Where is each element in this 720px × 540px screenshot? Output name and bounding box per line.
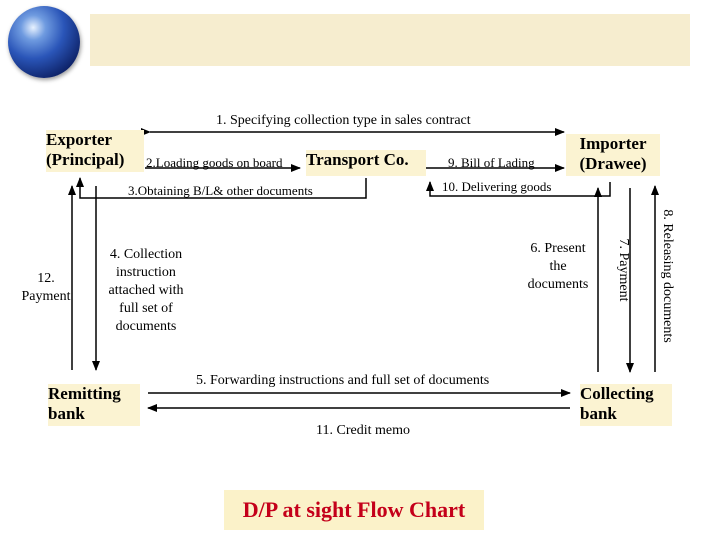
step-7-label: 7. Payment — [616, 238, 631, 302]
step-10-label: 10. Delivering goods — [442, 179, 552, 194]
header-banner — [0, 0, 720, 80]
step-8-label: 8. Releasing documents — [660, 209, 675, 343]
step-9-label: 9. Bill of Lading — [448, 155, 535, 170]
exporter-node: Exporter (Principal) — [46, 130, 144, 172]
step-2-label: 2.Loading goods on board — [146, 155, 283, 170]
step-5-label: 5. Forwarding instructions and full set … — [196, 373, 490, 388]
step-3-label: 3.Obtaining B/L& other documents — [128, 183, 313, 198]
step-4-label: 4. Collection instruction attached with … — [108, 247, 184, 334]
step-11-label: 11. Credit memo — [316, 423, 410, 438]
globe-icon — [8, 6, 80, 78]
page-title: D/P at sight Flow Chart — [224, 490, 484, 530]
transport-node: Transport Co. — [306, 150, 426, 176]
arrow-10-delivering-goods — [426, 181, 611, 197]
remitting-bank-node: Remitting bank — [48, 384, 140, 426]
step-12-label: 12. Payment — [21, 271, 71, 304]
world-map-decoration — [90, 14, 690, 66]
step-1-label: 1. Specifying collection type in sales c… — [216, 113, 471, 128]
arrow-3-obtaining-bl — [76, 177, 367, 199]
collecting-bank-node: Collecting bank — [580, 384, 672, 426]
step-6-label: 6. Present the documents — [527, 241, 589, 292]
importer-node: Importer (Drawee) — [566, 134, 660, 176]
